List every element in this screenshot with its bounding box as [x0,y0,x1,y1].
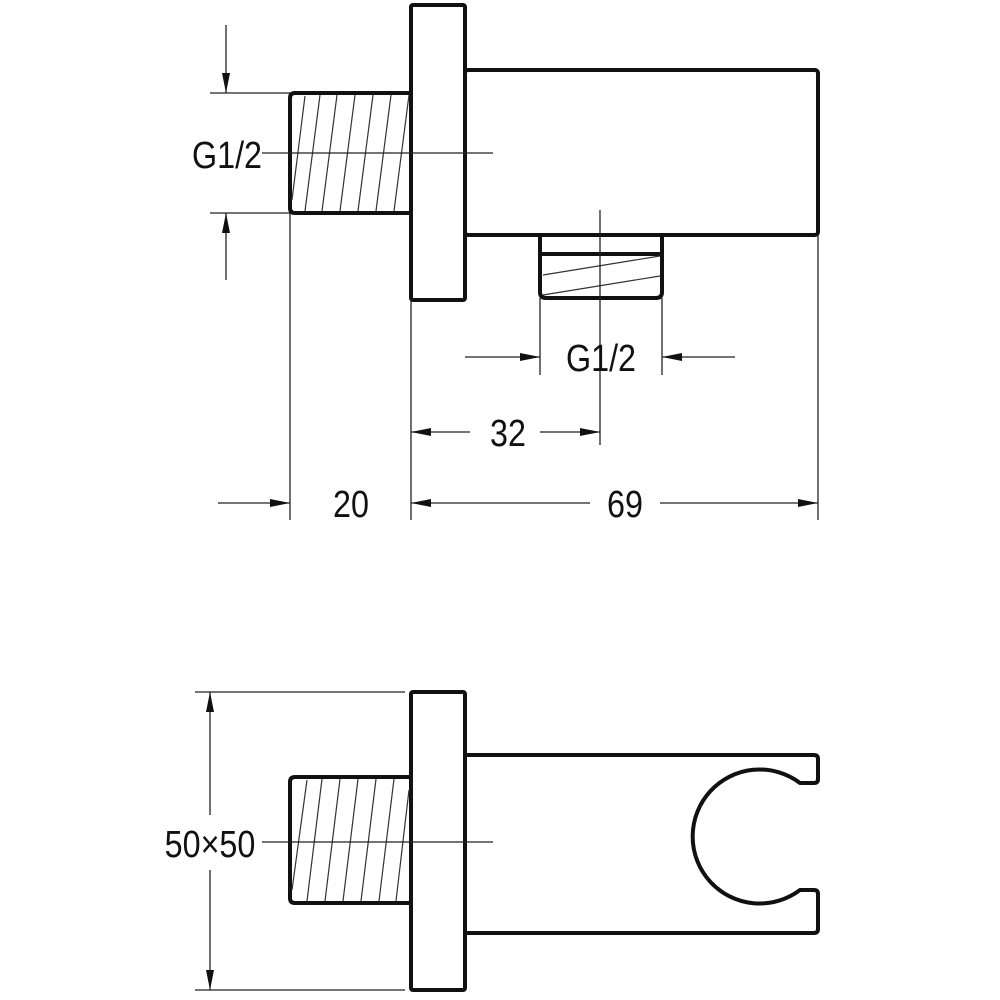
thread-length-label: 20 [333,484,369,526]
body-length-label: 69 [607,484,643,526]
outlet-thread-label: G1/2 [566,338,636,380]
wall-flange-top [409,690,467,992]
side-view: G1/2 G1/2 32 20 69 [192,3,820,526]
extension-lines-top [195,691,405,991]
inlet-thread-top [288,775,411,905]
outlet-offset-label: 32 [490,413,526,455]
outlet-body [463,68,820,237]
outlet-thread [538,235,664,300]
inlet-thread-label: G1/2 [192,135,262,177]
extension-lines [210,92,819,520]
inlet-thread-hatch-top [291,778,410,902]
holder-body [465,753,820,935]
flange-size-label: 50×50 [165,824,256,866]
top-view: 50×50 [165,690,820,992]
outlet-thread-hatch [542,255,661,296]
